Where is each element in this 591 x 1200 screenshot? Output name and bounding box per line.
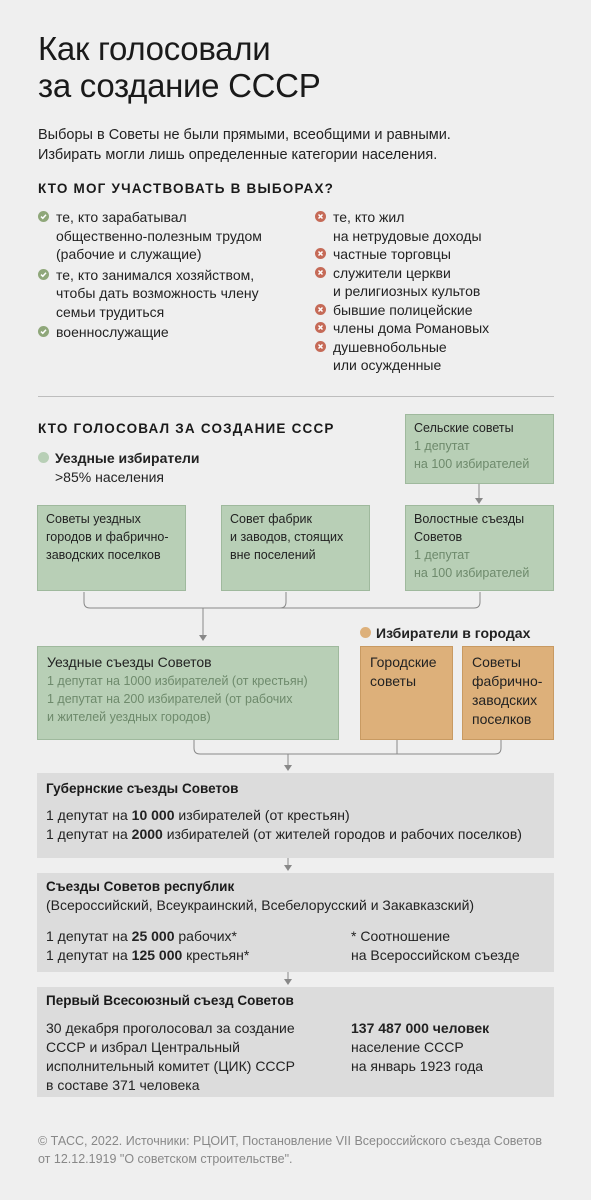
cross-icon: [315, 266, 326, 278]
orange-dot-icon: [360, 627, 371, 638]
list-item: те, кто зарабатывал общественно-полезным…: [38, 208, 298, 264]
list-item: те, кто занимался хозяйством, чтобы дать…: [38, 266, 298, 322]
factories-box: Совет фабрик и заводов, стоящих вне посе…: [221, 505, 370, 591]
gubernia-congress-box: Губернские съезды Советов 1 депутат на 1…: [37, 773, 554, 858]
divider: [38, 396, 554, 397]
republics-congress-box: Съезды Советов республик (Всероссийский,…: [37, 873, 554, 972]
list-item: бывшие полицейские: [315, 301, 555, 320]
uezd-congress-box: Уездные съезды Советов 1 депутат на 1000…: [37, 646, 339, 740]
rural-councils-box: Сельские советы 1 депутат на 100 избират…: [405, 414, 554, 484]
footnote: * Соотношение на Всероссийском съезде: [351, 928, 520, 963]
cross-icon: [315, 248, 326, 259]
who-could-heading: КТО МОГ УЧАСТВОВАТЬ В ВЫБОРАХ?: [38, 181, 335, 196]
cross-icon: [315, 340, 326, 352]
list-item: члены дома Романовых: [315, 319, 555, 338]
first-congress-box: Первый Всесоюзный съезд Советов 30 декаб…: [37, 987, 554, 1097]
population-info: 137 487 000 человек население СССР на ян…: [351, 1020, 490, 1074]
who-voted-heading: КТО ГОЛОСОВАЛ ЗА СОЗДАНИЕ СССР: [38, 421, 335, 436]
factory-councils-box: Советы фабрично- заводских поселков: [462, 646, 554, 740]
city-councils-box: Городские советы: [360, 646, 453, 740]
uezd-towns-box: Советы уездных городов и фабрично- завод…: [37, 505, 186, 591]
page-title: Как голосовали за создание СССР: [38, 30, 321, 104]
cross-icon: [315, 322, 326, 333]
list-item: служители церкви и религиозных культов: [315, 264, 555, 301]
check-icon: [38, 211, 49, 222]
list-item: военнослужащие: [38, 323, 298, 342]
check-icon: [38, 326, 49, 337]
list-item: частные торговцы: [315, 245, 555, 264]
list-item: душевнобольные или осужденные: [315, 338, 555, 375]
check-icon: [38, 268, 49, 280]
intro-text: Выборы в Советы не были прямыми, всеобщи…: [38, 127, 451, 163]
green-dot-icon: [38, 452, 49, 463]
cross-icon: [315, 303, 326, 315]
list-item: те, кто жил на нетрудовые доходы: [315, 208, 555, 245]
volost-congress-box: Волостные съезды Советов 1 депутат на 10…: [405, 505, 554, 591]
allowed-list: те, кто зарабатывал общественно-полезным…: [38, 208, 298, 342]
footer-source: © ТАСС, 2022. Источники: РЦОИТ, Постанов…: [38, 1134, 543, 1166]
cross-icon: [315, 211, 326, 222]
denied-list: те, кто жил на нетрудовые доходы частные…: [315, 208, 555, 375]
